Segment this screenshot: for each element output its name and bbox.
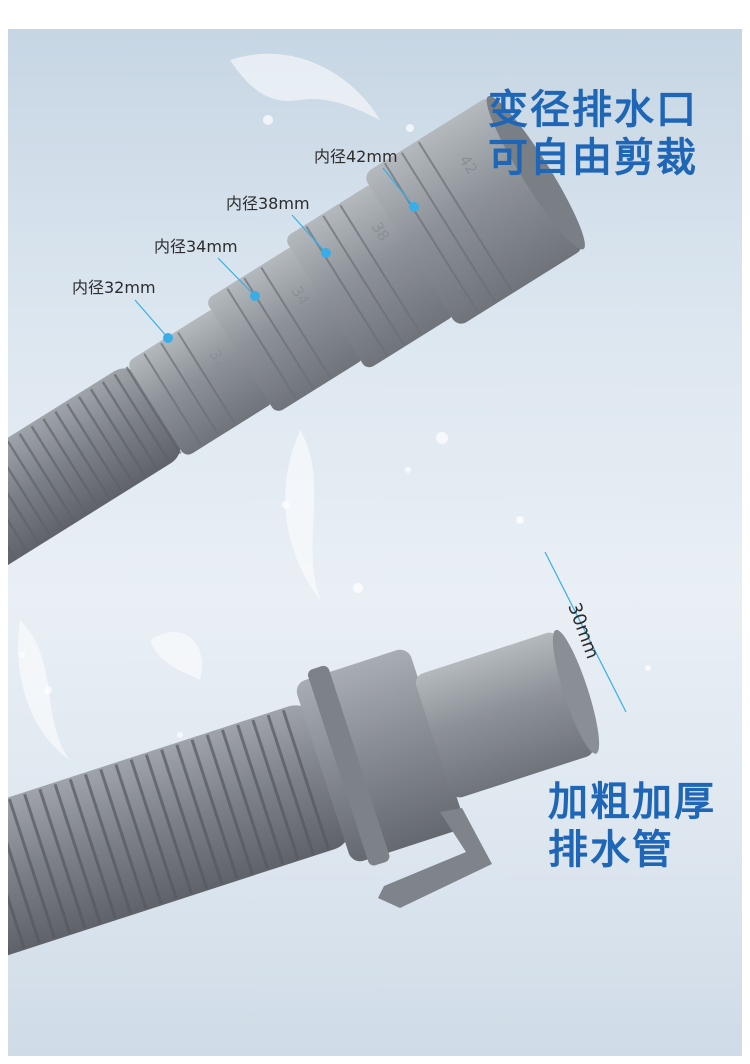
headline-top: 变径排水口 可自由剪裁 [488, 86, 698, 182]
headline-top-line2: 可自由剪裁 [488, 135, 698, 181]
diameter-markers [134, 167, 419, 343]
label-38mm: 内径38mm [226, 194, 310, 213]
headline-bottom: 加粗加厚 排水管 [548, 778, 716, 874]
headline-top-line1: 变径排水口 [488, 87, 698, 133]
headline-bottom-line2: 排水管 [548, 827, 674, 873]
label-42mm: 内径42mm [314, 147, 398, 166]
label-32mm: 内径32mm [72, 278, 156, 297]
headline-bottom-line1: 加粗加厚 [548, 779, 716, 825]
label-34mm: 内径34mm [154, 237, 238, 256]
thick-drain-hose [8, 629, 600, 958]
stepped-hose: 32 34 38 42 [8, 95, 585, 580]
outlet-dimension-line [544, 551, 627, 713]
